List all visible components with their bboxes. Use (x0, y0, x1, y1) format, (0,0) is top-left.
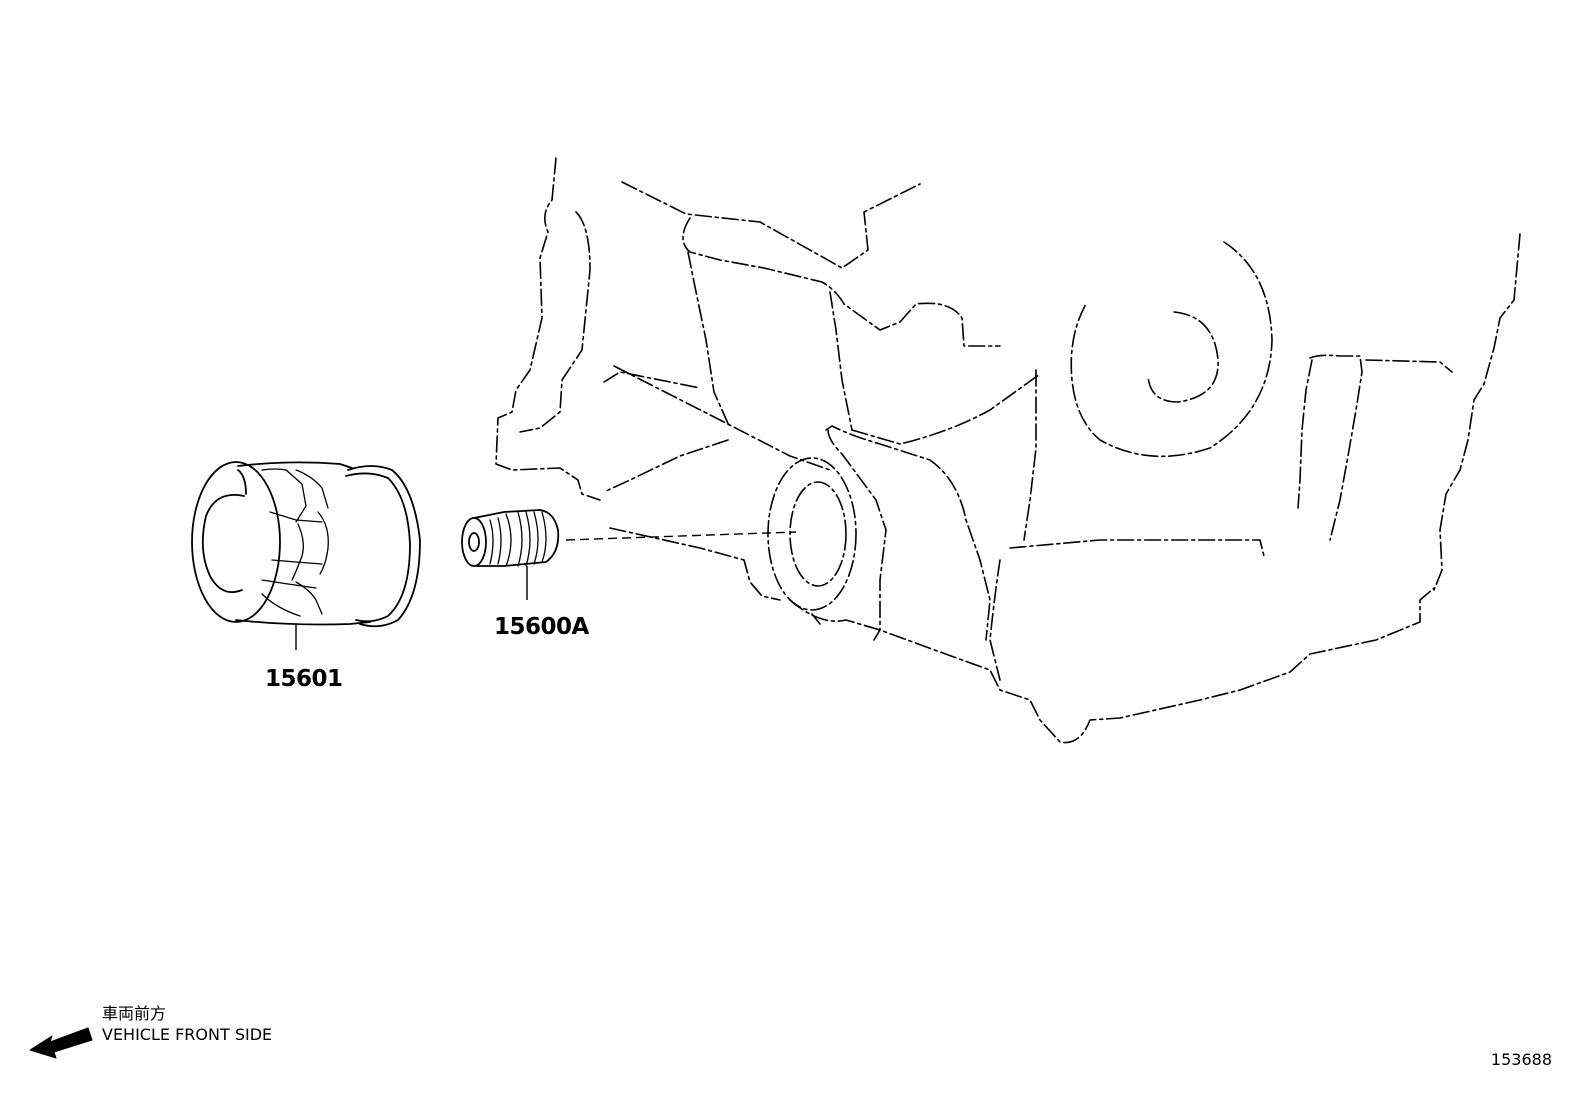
part-label-oil-filter: 15601 (265, 666, 343, 692)
front-direction-label-jp: 車両前方 (102, 1004, 167, 1023)
assembly-centerline (565, 531, 797, 541)
front-direction-label-en: VEHICLE FRONT SIDE (102, 1025, 273, 1044)
union-bolt-drawing (461, 509, 560, 600)
drawing-number: 153688 (1490, 1050, 1552, 1069)
oil-filter-drawing (191, 461, 421, 650)
front-arrow-icon (29, 1027, 93, 1059)
engine-block-outline (495, 157, 1521, 744)
part-label-union-bolt: 15600A (494, 614, 590, 640)
